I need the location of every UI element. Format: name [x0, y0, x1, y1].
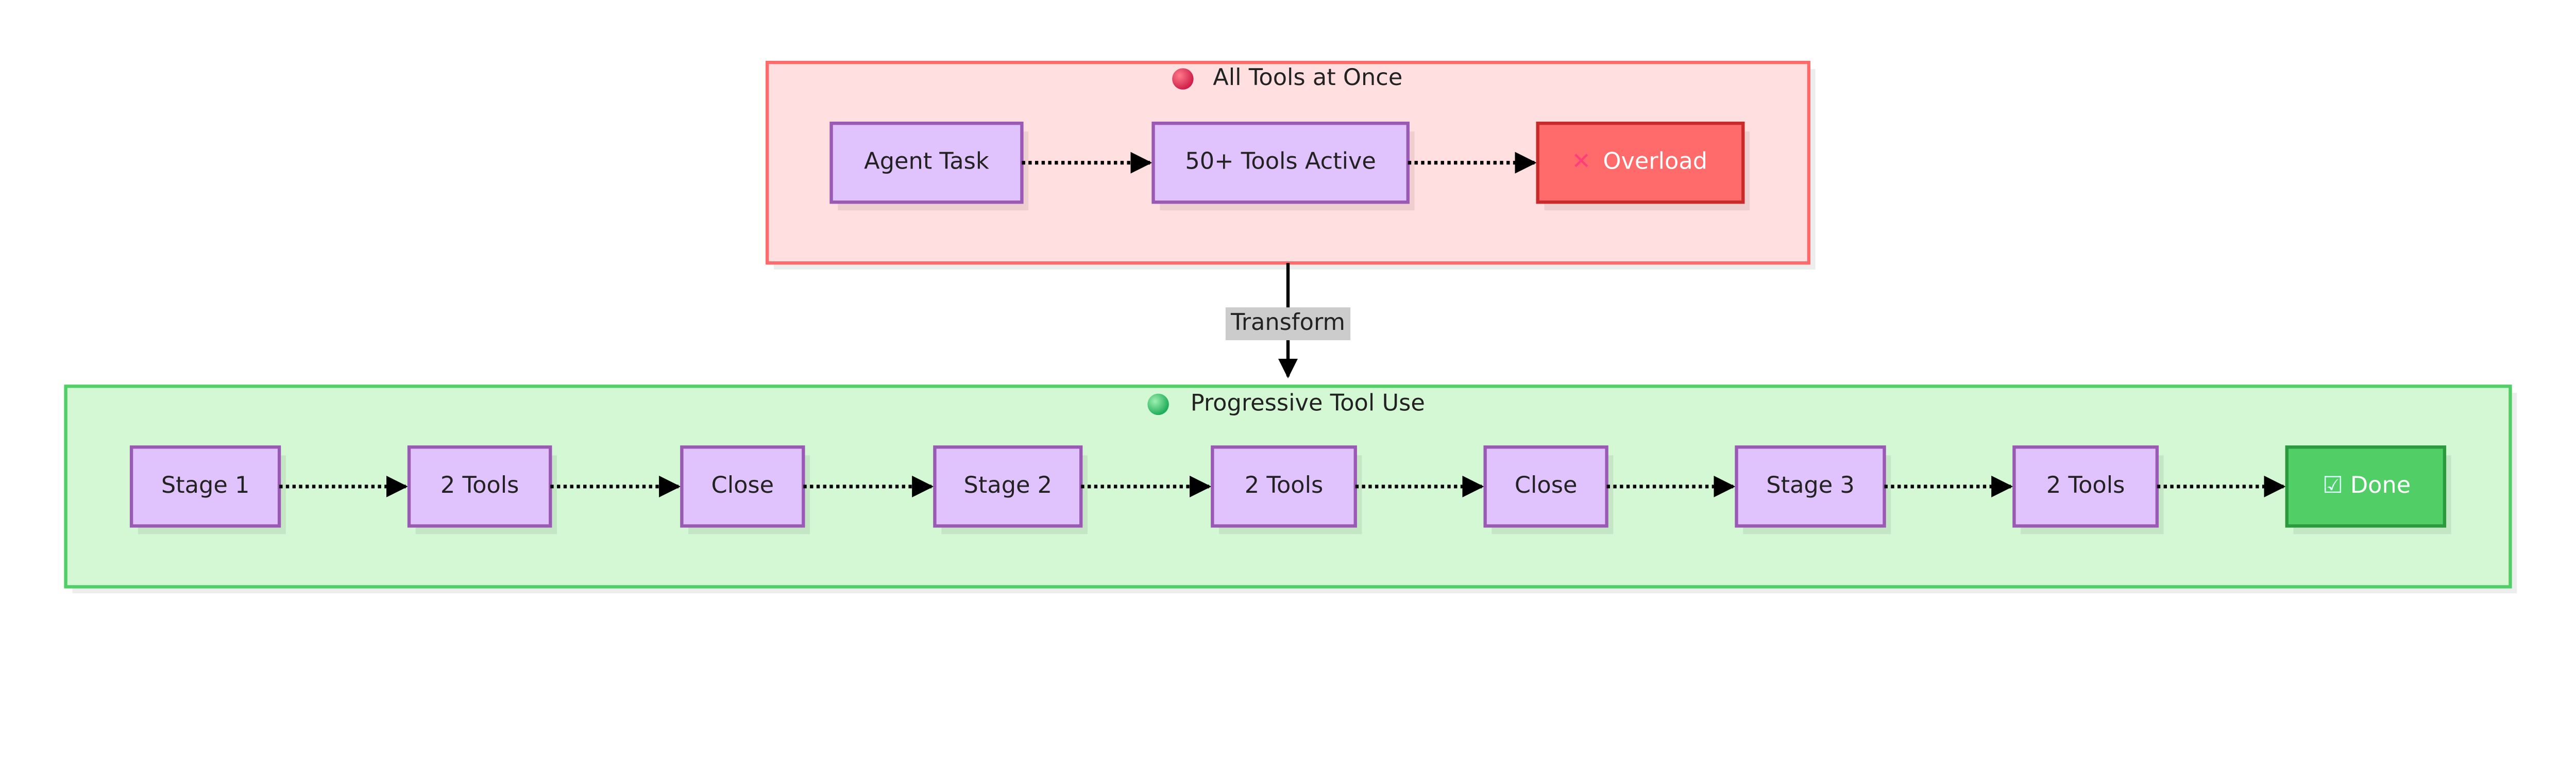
node-label: Done	[2350, 472, 2411, 498]
node-label: Stage 3	[1766, 472, 1855, 498]
node-label: 50+ Tools Active	[1185, 148, 1376, 175]
node-2-tools: 2 Tools	[1211, 445, 1362, 535]
node-2-tools: 2 Tools	[407, 445, 557, 535]
green-circle-icon	[1147, 393, 1169, 415]
group-title: All Tools at Once	[1213, 64, 1402, 91]
node-label: 2 Tools	[1245, 472, 1324, 498]
transform-label: Transform	[1230, 309, 1345, 336]
group-title: Progressive Tool Use	[1191, 389, 1425, 416]
node-close: Close	[680, 445, 810, 535]
node-50-tools-active: 50+ Tools Active	[1151, 121, 1415, 211]
node-stage-1: Stage 1	[129, 445, 286, 535]
transform-edge: Transform	[1225, 263, 1351, 379]
node-label: Close	[711, 472, 774, 498]
node-label: 2 Tools	[440, 472, 519, 498]
node-agent-task: Agent Task	[829, 121, 1029, 211]
node-overload: ✕ Overload	[1536, 121, 1750, 211]
node-label: Agent Task	[864, 148, 989, 175]
diagram: All Tools at Once Agent Task 50+ Tools Ac…	[64, 60, 2517, 594]
cross-mark-icon: ✕	[1571, 148, 1590, 175]
node-close: Close	[1483, 445, 1614, 535]
node-label: Close	[1515, 472, 1578, 498]
red-circle-icon	[1172, 68, 1194, 90]
node-2-tools: 2 Tools	[2012, 445, 2164, 535]
node-label: Overload	[1603, 148, 1707, 175]
bottom-nodes: Stage 1 2 Tools Close Stage 2 2 Tools Close St…	[129, 445, 2451, 535]
check-mark-icon: ☑	[2323, 472, 2343, 498]
node-stage-2: Stage 2	[933, 445, 1088, 535]
top-nodes: Agent Task 50+ Tools Active ✕ Overload	[829, 121, 1750, 211]
transform-label-bg	[1225, 307, 1351, 341]
node-done: ☑ Done	[2285, 445, 2451, 535]
node-label: Stage 1	[161, 472, 250, 498]
node-label: Stage 2	[964, 472, 1053, 498]
node-label: 2 Tools	[2046, 472, 2125, 498]
node-stage-3: Stage 3	[1735, 445, 1891, 535]
